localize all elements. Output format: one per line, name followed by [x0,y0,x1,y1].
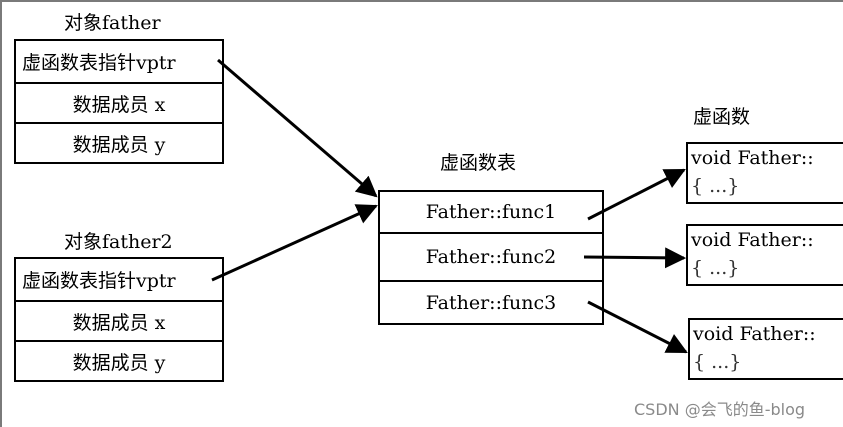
function-box-2-body: { ...} [691,257,740,279]
function-box-1-body: { ...} [691,175,740,197]
function-box-1: void Father:: { ...} [686,142,843,204]
vtable-func1-cell: Father::func1 [380,192,602,234]
functions-title: 虚函数 [693,106,751,128]
object-father-title: 对象father [64,12,161,34]
object-father-box: 虚函数表指针vptr 数据成员 x 数据成员 y [14,39,224,164]
arrow-father-vptr-to-vtable [217,58,378,198]
arrow-func2-to-function-box-2 [583,247,687,269]
object-father2-title: 对象father2 [64,231,173,253]
function-box-3-signature: void Father:: [693,323,816,345]
object-father-vptr-cell: 虚函数表指针vptr [16,41,222,84]
object-father-member-x-cell: 数据成员 x [16,84,222,124]
arrow-func3-to-function-box-3 [587,300,688,354]
image-border-top [0,0,843,2]
function-box-1-signature: void Father:: [691,147,814,169]
function-box-2-signature: void Father:: [691,229,814,251]
object-father2-member-x-cell: 数据成员 x [16,302,222,342]
object-father2-box: 虚函数表指针vptr 数据成员 x 数据成员 y [14,257,224,382]
arrow-father2-vptr-to-vtable [211,204,378,282]
object-father-member-y-cell: 数据成员 y [72,133,166,156]
object-father2-member-y-cell: 数据成员 y [72,351,166,374]
function-box-3-body: { ...} [693,351,742,373]
arrow-func1-to-function-box-1 [587,168,686,221]
vtable-title: 虚函数表 [440,152,517,174]
function-box-3: void Father:: { ...} [688,318,843,380]
vtable-func3-cell: Father::func3 [425,291,557,314]
function-box-2: void Father:: { ...} [686,224,843,286]
vtable-func2-cell: Father::func2 [380,234,602,282]
vtable-box: Father::func1 Father::func2 Father::func… [378,190,604,325]
watermark-text: CSDN @会飞的鱼-blog [634,400,806,419]
object-father2-vptr-cell: 虚函数表指针vptr [16,259,222,302]
image-border-left [0,0,2,427]
